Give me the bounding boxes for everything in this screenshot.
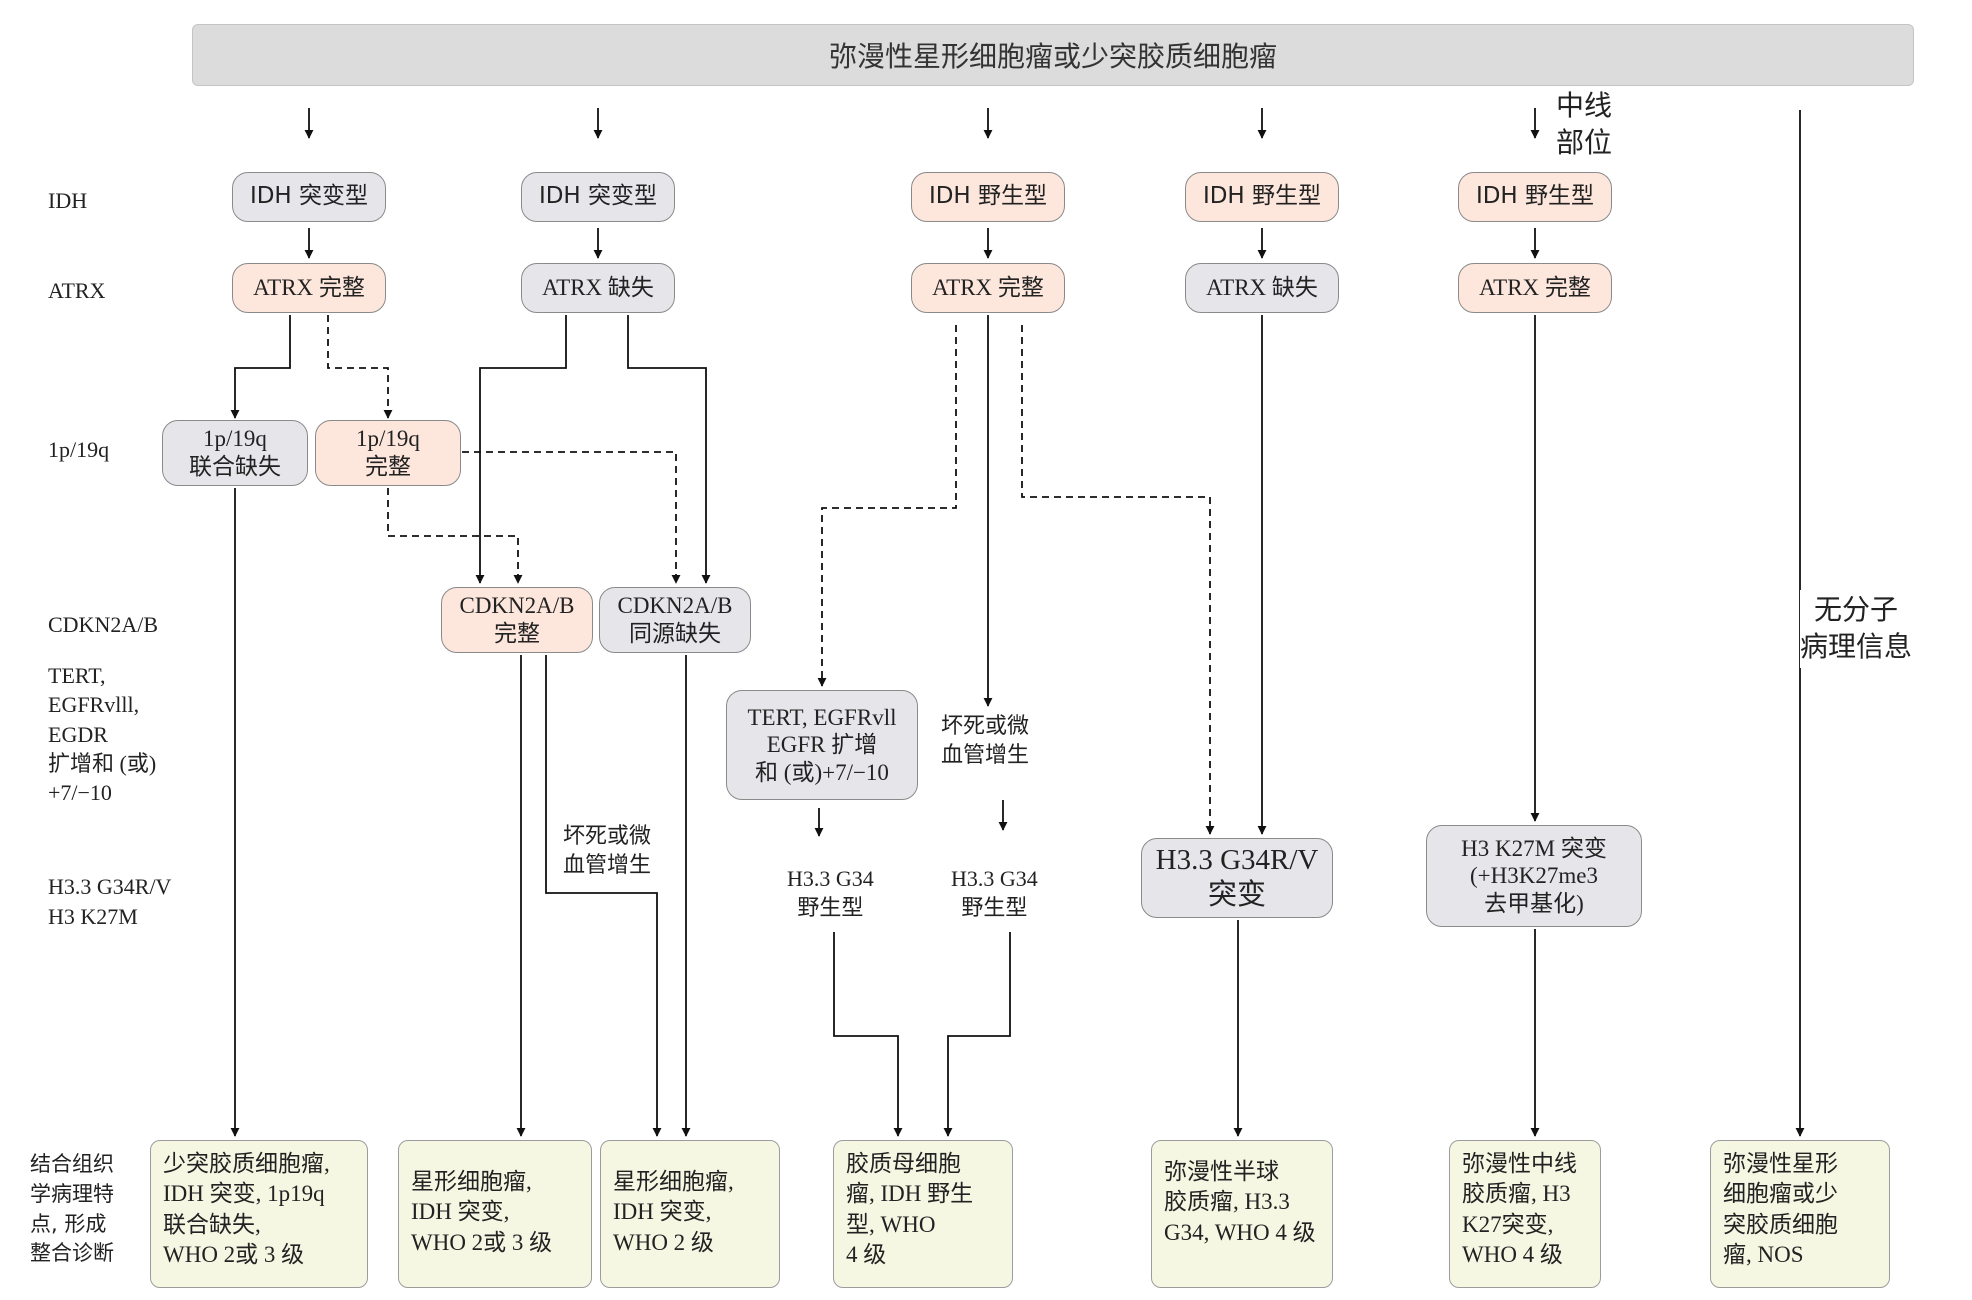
dashed-connector-16	[462, 451, 681, 584]
connector-14	[627, 315, 711, 584]
row-label-1p19q: 1p/19q	[48, 437, 110, 462]
node-tert-egfr-amplification: TERT, EGFRvll EGFR 扩增 和 (或)+7/−10	[726, 690, 918, 800]
label-h3-g34-wildtype-1: H3.3 G34 野生型	[787, 866, 874, 921]
connector-13	[475, 315, 567, 584]
label-necrosis-1: 坏死或微 血管增生	[941, 714, 1030, 769]
dashed-connector-12	[327, 315, 393, 419]
diagnosis-astrocytoma-grade-2-3: 星形细胞瘤, IDH 突变, WHO 2或 3 级	[398, 1140, 592, 1288]
diagnosis-midline-glioma: 弥漫性中线 胶质瘤, H3 K27突变, WHO 4 级	[1449, 1140, 1601, 1288]
node-idh-wildtype-3: IDH 野生型	[1458, 172, 1612, 222]
row-label-h3: H3.3 G34R/V H3 K27M	[48, 874, 172, 929]
node-1p19q-codeleted: 1p/19q 联合缺失	[162, 420, 308, 486]
connector-27	[943, 932, 1011, 1137]
node-atrx-loss-2: ATRX 缺失	[1185, 263, 1339, 313]
node-cdkn2ab-homozygous-deletion: CDKN2A/B 同源缺失	[599, 587, 751, 653]
node-h3-k27m-mutant: H3 K27M 突变 (+H3K27me3 去甲基化)	[1426, 825, 1642, 927]
node-atrx-loss-1: ATRX 缺失	[521, 263, 675, 313]
node-atrx-intact-2: ATRX 完整	[911, 263, 1065, 313]
dashed-connector-23	[1021, 325, 1215, 835]
row-label-cdkn2ab: CDKN2A/B	[48, 612, 159, 637]
midline-location-label: 中线 部位	[1556, 89, 1613, 159]
diagnosis-glioblastoma: 胶质母细胞 瘤, IDH 野生 型, WHO 4 级	[833, 1140, 1013, 1288]
node-h3-g34-mutant: H3.3 G34R/V 突变	[1141, 838, 1333, 918]
dashed-connector-15	[387, 488, 523, 584]
no-molecular-info-label: 无分子 病理信息	[1800, 590, 1913, 668]
row-label-idh: IDH	[48, 188, 88, 213]
diagram-title: 弥漫性星形细胞瘤或少突胶质细胞瘤	[192, 24, 1914, 86]
diagnosis-hemispheric-glioma: 弥漫性半球 胶质瘤, H3.3 G34, WHO 4 级	[1151, 1140, 1333, 1288]
dashed-connector-21	[817, 325, 957, 687]
connector-26	[833, 932, 903, 1137]
node-1p19q-intact: 1p/19q 完整	[315, 420, 461, 486]
label-h3-g34-wildtype-2: H3.3 G34 野生型	[951, 866, 1038, 921]
label-necrosis-2: 坏死或微 血管增生	[563, 824, 652, 879]
connector-11	[230, 315, 291, 419]
node-idh-wildtype-1: IDH 野生型	[911, 172, 1065, 222]
diagnosis-astrocytoma-grade-2: 星形细胞瘤, IDH 突变, WHO 2 级	[600, 1140, 780, 1288]
row-label-tert-egfr: TERT, EGFRvlll, EGDR 扩增和 (或) +7/−10	[48, 663, 157, 805]
node-cdkn2ab-intact: CDKN2A/B 完整	[441, 587, 593, 653]
node-idh-mutant-1: IDH 突变型	[232, 172, 386, 222]
row-label-integrated-diagnosis: 结合组织 学病理特 点, 形成 整合诊断	[30, 1152, 114, 1266]
connector-19	[545, 655, 662, 1137]
node-idh-mutant-2: IDH 突变型	[521, 172, 675, 222]
node-idh-wildtype-2: IDH 野生型	[1185, 172, 1339, 222]
node-atrx-intact-3: ATRX 完整	[1458, 263, 1612, 313]
node-atrx-intact-1: ATRX 完整	[232, 263, 386, 313]
row-label-atrx: ATRX	[48, 278, 106, 303]
diagnosis-oligodendroglioma: 少突胶质细胞瘤, IDH 突变, 1p19q 联合缺失, WHO 2或 3 级	[150, 1140, 368, 1288]
diagnosis-nos: 弥漫性星形 细胞瘤或少 突胶质细胞 瘤, NOS	[1710, 1140, 1890, 1288]
